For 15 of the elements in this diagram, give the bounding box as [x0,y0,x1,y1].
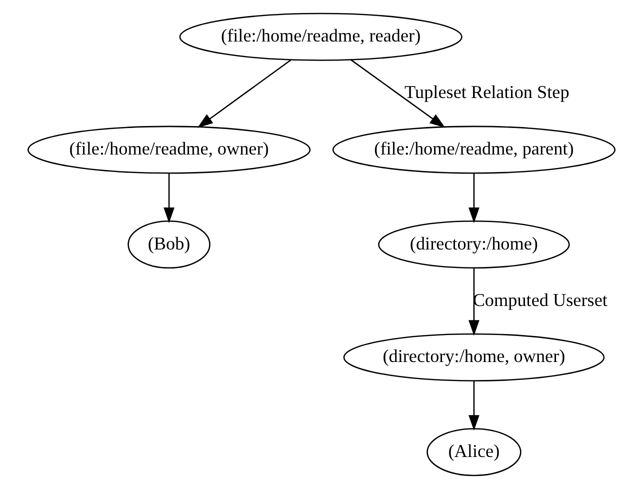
arrow [196,59,291,128]
node-ellipse: (file:/home/readme, parent) [332,126,615,174]
edge-label: Tupleset Relation Step [404,82,569,102]
node-ellipse: (file:/home/readme, owner) [27,126,310,174]
arrow [350,59,445,128]
node-ellipse: (directory:/home, owner) [342,333,604,382]
node-ellipse: (Alice) [426,428,521,476]
arrow [468,173,479,224]
arrow [163,173,174,224]
arrow [468,381,479,431]
node-ellipse: (Bob) [127,220,210,268]
edge-label: Computed Userset [472,290,607,310]
arrow [468,268,479,336]
node-ellipse: (file:/home/readme, reader) [178,12,462,61]
node-ellipse: (directory:/home) [378,220,570,268]
